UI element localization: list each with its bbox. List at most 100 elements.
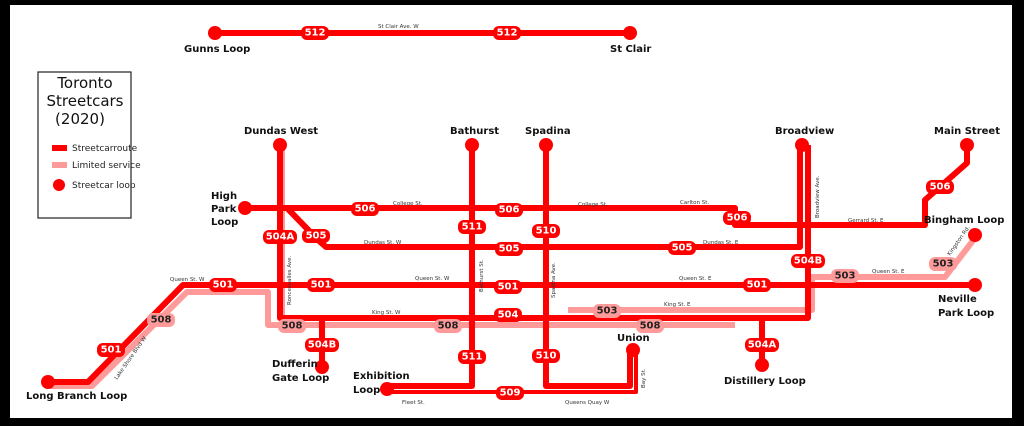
loop-dundas-west bbox=[273, 138, 287, 152]
route-badge-504b: 504B bbox=[791, 254, 825, 268]
legend-item-route: Streetcarroute bbox=[72, 144, 138, 154]
station-label-distillery: Distillery Loop bbox=[724, 376, 806, 387]
street-label: Queen St. W bbox=[170, 277, 205, 283]
route-badge-bg bbox=[926, 180, 954, 194]
route-badge-bg bbox=[745, 338, 779, 352]
station-label-long-branch: Long Branch Loop bbox=[26, 391, 127, 402]
station-label-neville: Park Loop bbox=[938, 308, 994, 319]
route-badge-bg bbox=[723, 211, 751, 225]
route-badge-511: 511 bbox=[458, 350, 486, 364]
route-badge-511: 511 bbox=[458, 220, 486, 234]
route-badge-label: 505 bbox=[672, 243, 693, 254]
route-501-line bbox=[48, 282, 975, 385]
route-506-line bbox=[245, 145, 970, 228]
street-label: Roncesvalles Ave. bbox=[287, 256, 293, 305]
street-label: Fleet St. bbox=[402, 400, 425, 406]
route-badge-504: 504 bbox=[494, 308, 522, 322]
route-badge-label: 501 bbox=[213, 280, 234, 291]
route-badge-501: 501 bbox=[97, 343, 125, 357]
route-badge-bg bbox=[278, 319, 306, 333]
route-badge-bg bbox=[305, 338, 339, 352]
route-badge-label: 505 bbox=[499, 244, 520, 255]
route-badge-503: 503 bbox=[929, 257, 957, 271]
route-badge-bg bbox=[495, 203, 523, 217]
route-badge-bg bbox=[493, 26, 521, 40]
route-badge-512: 512 bbox=[493, 26, 521, 40]
route-badge-504b: 504B bbox=[305, 338, 339, 352]
route-badge-509: 509 bbox=[496, 386, 524, 400]
station-label-gunns-loop: Gunns Loop bbox=[184, 44, 250, 55]
route-badge-bg bbox=[532, 349, 560, 363]
station-label-exhibition: Loop bbox=[353, 385, 380, 396]
street-label: Bay St. bbox=[641, 368, 647, 388]
loop-exhibition bbox=[380, 382, 394, 396]
station-label-st-clair: St Clair bbox=[610, 44, 651, 55]
street-label: Dundas St. W bbox=[364, 240, 402, 246]
route-badge-label: 504A bbox=[748, 340, 777, 351]
loop-bingham bbox=[968, 228, 982, 242]
route-badge-label: 509 bbox=[500, 388, 521, 399]
station-label-bathurst: Bathurst bbox=[450, 126, 499, 137]
station-label-dufferin: Gate Loop bbox=[272, 373, 329, 384]
route-badge-bg bbox=[458, 220, 486, 234]
loop-st-clair bbox=[623, 26, 637, 40]
route-badge-510: 510 bbox=[532, 224, 560, 238]
route-badge-label: 511 bbox=[462, 222, 483, 233]
station-label-high-park: Loop bbox=[211, 217, 238, 228]
route-badge-bg bbox=[307, 278, 335, 292]
route-badge-505: 505 bbox=[668, 241, 696, 255]
route-badge-506: 506 bbox=[351, 202, 379, 216]
route-badge-506: 506 bbox=[926, 180, 954, 194]
route-badge-506: 506 bbox=[723, 211, 751, 225]
street-label: Dundas St. E bbox=[703, 240, 739, 246]
route-badge-label: 512 bbox=[497, 28, 518, 39]
route-badge-503: 503 bbox=[831, 269, 859, 283]
station-label-high-park: Park bbox=[211, 204, 237, 215]
street-label: King St. E bbox=[664, 302, 691, 308]
legend-item-loop: Streetcar loop bbox=[72, 181, 136, 191]
route-badge-label: 504 bbox=[498, 310, 519, 321]
street-label: Queens Quay W bbox=[565, 400, 610, 406]
route-badge-label: 501 bbox=[498, 282, 519, 293]
route-badge-label: 504B bbox=[794, 256, 823, 267]
route-badge-label: 510 bbox=[536, 351, 557, 362]
route-badge-label: 504A bbox=[266, 232, 295, 243]
route-badge-label: 505 bbox=[306, 231, 327, 242]
route-badge-505: 505 bbox=[302, 229, 330, 243]
route-badge-label: 506 bbox=[499, 205, 520, 216]
route-badge-label: 506 bbox=[930, 182, 951, 193]
route-badge-label: 508 bbox=[151, 315, 172, 326]
street-label: Queen St. W bbox=[415, 276, 450, 282]
street-label: Bathurst St. bbox=[479, 259, 485, 292]
route-badge-label: 506 bbox=[727, 213, 748, 224]
route-badge-bg bbox=[147, 313, 175, 327]
route-badge-508: 508 bbox=[636, 319, 664, 333]
street-label: College St. bbox=[393, 201, 423, 207]
route-badge-bg bbox=[302, 229, 330, 243]
route-badge-bg bbox=[593, 304, 621, 318]
loop-high-park bbox=[238, 201, 252, 215]
route-badge-label: 508 bbox=[640, 321, 661, 332]
route-badge-508: 508 bbox=[434, 319, 462, 333]
legend-title: Streetcars bbox=[47, 92, 124, 110]
legend-title: Toronto bbox=[56, 74, 112, 92]
route-badge-512: 512 bbox=[301, 26, 329, 40]
route-badge-503: 503 bbox=[593, 304, 621, 318]
station-label-high-park: High bbox=[211, 191, 237, 202]
route-badge-label: 504B bbox=[308, 340, 337, 351]
route-badge-label: 508 bbox=[438, 321, 459, 332]
route-badge-bg bbox=[495, 242, 523, 256]
route-badge-bg bbox=[668, 241, 696, 255]
route-badge-bg bbox=[97, 343, 125, 357]
route-badge-bg bbox=[791, 254, 825, 268]
streetcar-loops bbox=[41, 26, 982, 396]
street-label: Carlton St. bbox=[680, 200, 709, 206]
route-badge-bg bbox=[301, 26, 329, 40]
street-label: Queen St. E bbox=[872, 269, 905, 275]
route-badge-501: 501 bbox=[307, 278, 335, 292]
route-badge-bg bbox=[831, 269, 859, 283]
route-badge-bg bbox=[494, 308, 522, 322]
route-badge-bg bbox=[532, 224, 560, 238]
